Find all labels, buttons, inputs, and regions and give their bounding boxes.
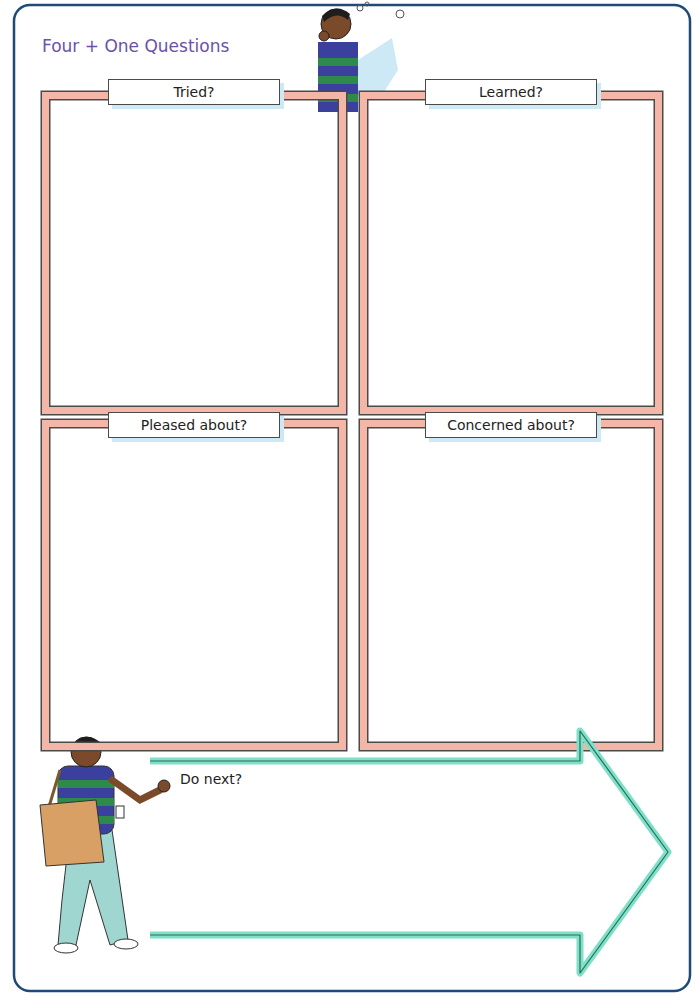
box-heading: Tried? — [108, 79, 280, 105]
question-box: Pleased about? — [42, 420, 346, 750]
box-heading: Concerned about? — [425, 412, 597, 438]
arrow-shape: Do next? — [150, 725, 695, 980]
question-box: Tried? — [42, 92, 346, 414]
title: Four + One Questions — [42, 36, 229, 56]
box-heading: Pleased about? — [108, 412, 280, 438]
arrow-fill-stroke — [150, 731, 668, 973]
arrow-outline — [150, 725, 695, 980]
arrow-edge — [150, 731, 668, 973]
walking-man — [40, 737, 170, 953]
question-box: Learned? — [360, 92, 662, 414]
page-border — [14, 5, 690, 991]
box-heading: Learned? — [425, 79, 597, 105]
question-box: Concerned about? — [360, 420, 662, 750]
arrow-label: Do next? — [180, 771, 242, 787]
